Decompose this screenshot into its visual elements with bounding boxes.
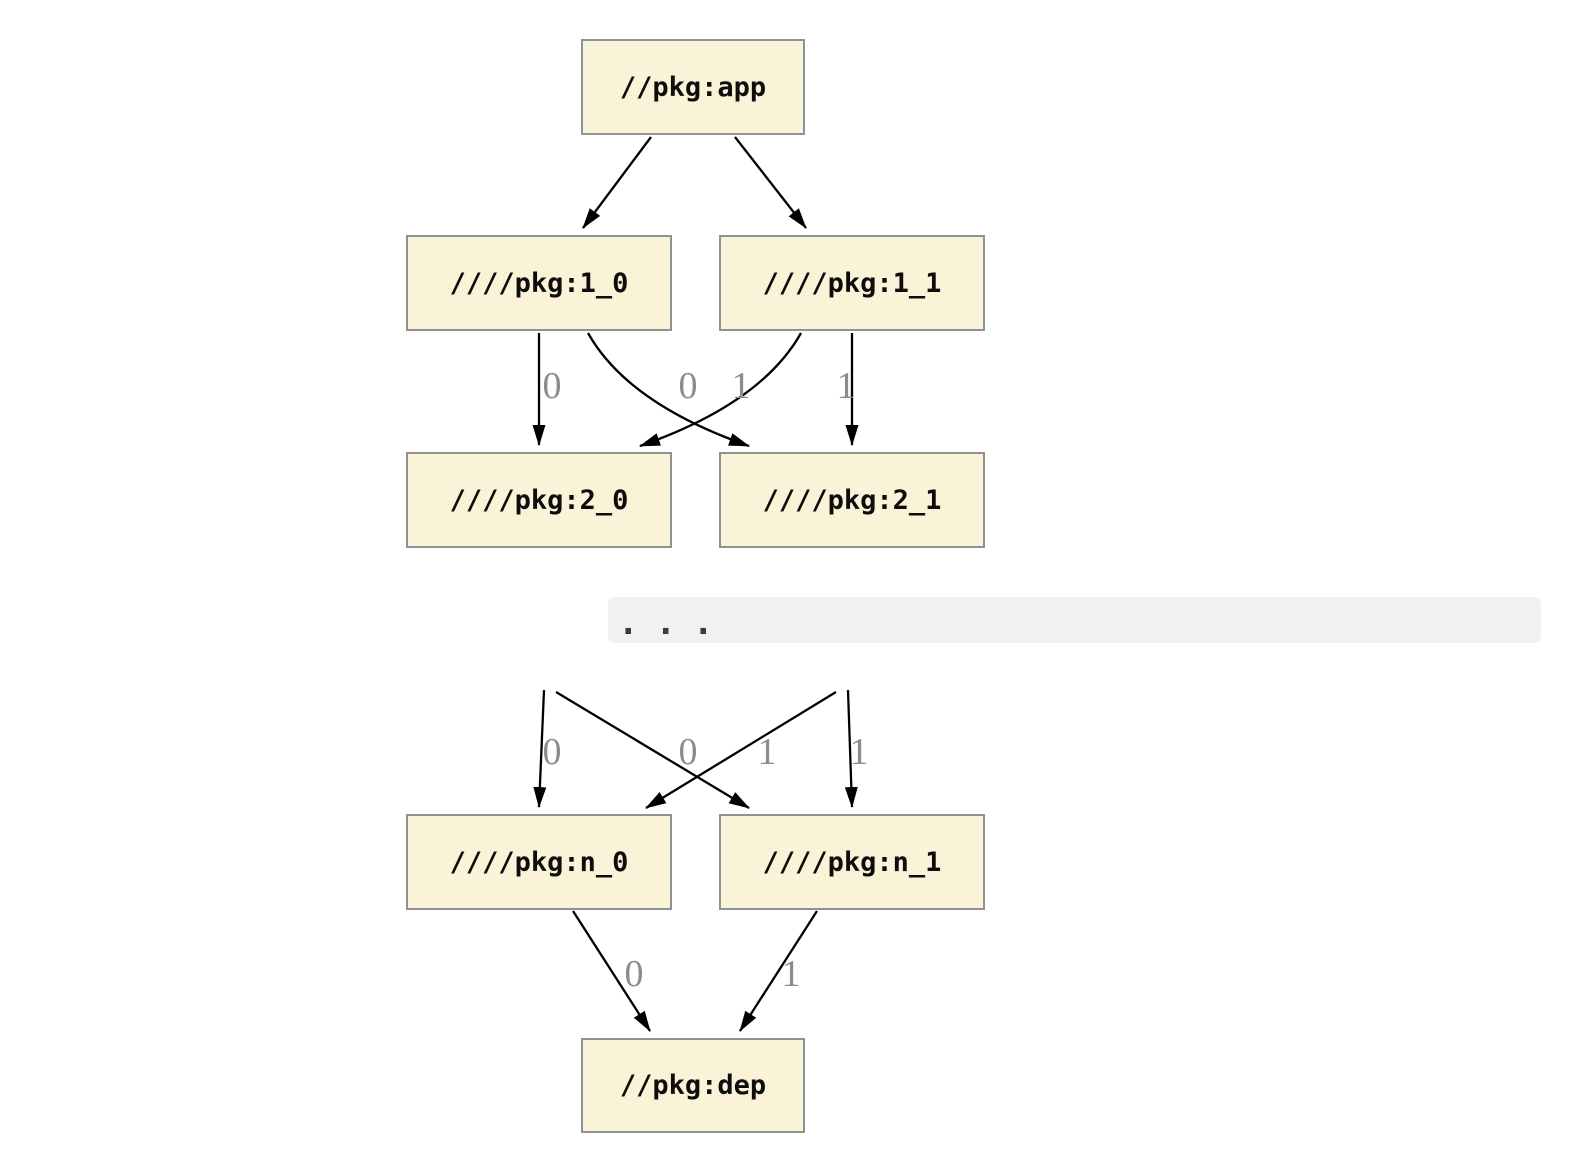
node-pkg-dep: //pkg:dep [581, 1038, 805, 1133]
node-pkg-1-1: ////pkg:1_1 [719, 235, 985, 331]
node-pkg-2-1: ////pkg:2_1 [719, 452, 985, 548]
node-label-pkg-2-1: ////pkg:2_1 [762, 484, 942, 516]
node-label-pkg-n-0: ////pkg:n_0 [449, 846, 629, 878]
edge-1_0-to-2_1 [586, 332, 750, 448]
edge-ellipsis-to-n_1-diagonal [555, 691, 750, 809]
node-pkg-1-0: ////pkg:1_0 [406, 235, 672, 331]
edge-label-ellipsis-n_1-vertical: 1 [849, 731, 869, 773]
node-pkg-n-1: ////pkg:n_1 [719, 814, 985, 910]
node-pkg-app: //pkg:app [581, 39, 805, 135]
edge-label-1_1-2_0: 0 [678, 365, 698, 407]
node-label-pkg-n-1: ////pkg:n_1 [762, 846, 942, 878]
node-label-pkg-2-0: ////pkg:2_0 [449, 484, 629, 516]
edge-n_1-to-dep [739, 910, 818, 1032]
ellipsis-dots: ... [618, 603, 731, 643]
node-label-pkg-1-1: ////pkg:1_1 [762, 267, 942, 299]
edge-label-n_1-dep: 1 [781, 953, 801, 995]
node-label-pkg-app: //pkg:app [619, 71, 767, 103]
edge-label-1_0-2_1: 1 [731, 365, 751, 407]
edge-app-to-1_0 [582, 136, 652, 229]
node-label-pkg-1-0: ////pkg:1_0 [449, 267, 629, 299]
edge-label-ellipsis-n_1-diagonal: 1 [757, 731, 777, 773]
node-pkg-n-0: ////pkg:n_0 [406, 814, 672, 910]
edge-app-to-1_1 [734, 136, 807, 229]
edge-label-ellipsis-n_0-vertical: 0 [542, 731, 562, 773]
edge-label-n_0-dep: 0 [624, 953, 644, 995]
edge-ellipsis-to-n_0-diagonal [645, 691, 837, 809]
edge-1_1-to-2_0 [639, 332, 803, 448]
edge-label-1_1-2_1: 1 [836, 365, 856, 407]
edge-label-1_0-2_0: 0 [542, 365, 562, 407]
node-label-pkg-dep: //pkg:dep [619, 1070, 767, 1101]
node-pkg-2-0: ////pkg:2_0 [406, 452, 672, 548]
ellipsis-separator-band: ... [608, 597, 1541, 643]
edge-label-ellipsis-n_0-diagonal: 0 [678, 731, 698, 773]
